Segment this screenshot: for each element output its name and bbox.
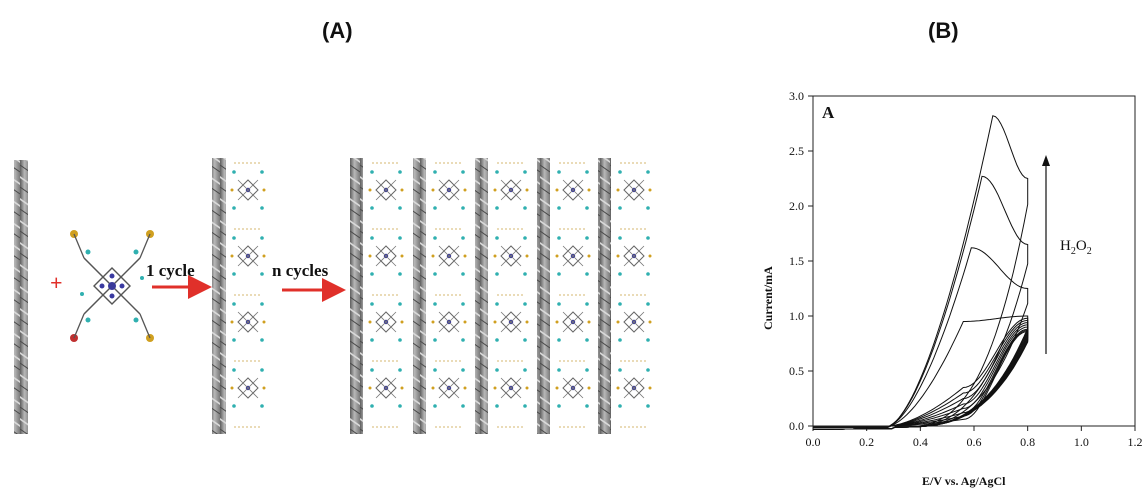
- porphyrin-unit: [493, 236, 529, 276]
- x-tick-label: 0.8: [1020, 435, 1035, 449]
- multilayer-stack: [350, 158, 652, 434]
- y-axis-title: Current/mA: [761, 266, 775, 330]
- electrode-slab: [14, 160, 28, 434]
- porphyrin-unit: [616, 368, 652, 408]
- stack-slab: [475, 158, 488, 434]
- plus-sign: +: [50, 270, 63, 295]
- step-n-label: n cycles: [272, 261, 329, 280]
- chart-inset-label: A: [822, 103, 835, 122]
- y-tick-label: 2.5: [789, 144, 804, 158]
- porphyrin-unit: [431, 368, 467, 408]
- porphyrin-layer: [616, 162, 652, 428]
- porphyrin-unit: [616, 170, 652, 210]
- porphyrin-layer: [368, 162, 404, 428]
- porphyrin-unit: [493, 170, 529, 210]
- x-tick-label: 0.4: [913, 435, 928, 449]
- porphyrin-unit: [230, 302, 266, 342]
- porphyrin-layer: [555, 162, 591, 428]
- y-tick-label: 2.0: [789, 199, 804, 213]
- cv-curve: [813, 324, 1029, 430]
- porphyrin-unit: [493, 368, 529, 408]
- y-tick-label: 3.0: [789, 89, 804, 103]
- x-tick-label: 1.0: [1074, 435, 1089, 449]
- cv-curve: [813, 330, 1029, 430]
- porphyrin-unit: [368, 170, 404, 210]
- porphyrin-unit: [555, 170, 591, 210]
- cv-curve: [813, 247, 1029, 430]
- panel-label-a: (A): [322, 18, 353, 43]
- porphyrin-unit: [555, 236, 591, 276]
- porphyrin-molecule: [70, 230, 154, 342]
- y-tick-label: 0.0: [789, 419, 804, 433]
- cv-curve: [813, 115, 1029, 430]
- porphyrin-unit: [493, 302, 529, 342]
- x-axis-title: E/V vs. Ag/AgCl: [922, 474, 1006, 488]
- y-tick-label: 1.0: [789, 309, 804, 323]
- porphyrin-unit: [431, 236, 467, 276]
- y-tick-label: 1.5: [789, 254, 804, 268]
- x-tick-label: 0.6: [967, 435, 982, 449]
- porphyrin-layer: [230, 162, 266, 428]
- h2o2-annotation: H2O2: [1060, 238, 1092, 257]
- layer-by-layer-scheme: + 1 cycle n cycles: [14, 158, 652, 434]
- panel-label-b: (B): [928, 18, 959, 43]
- x-tick-label: 1.2: [1128, 435, 1143, 449]
- porphyrin-unit: [616, 236, 652, 276]
- y-tick-label: 0.5: [789, 364, 804, 378]
- stack-slab: [350, 158, 363, 434]
- x-tick-label: 0.0: [806, 435, 821, 449]
- porphyrin-unit: [368, 236, 404, 276]
- porphyrin-unit: [230, 236, 266, 276]
- h2o2-arrow-head: [1042, 155, 1050, 166]
- porphyrin-unit: [555, 368, 591, 408]
- porphyrin-unit: [368, 302, 404, 342]
- porphyrin-layer: [493, 162, 529, 428]
- porphyrin-unit: [230, 368, 266, 408]
- porphyrin-unit: [555, 302, 591, 342]
- porphyrin-unit: [616, 302, 652, 342]
- electrode-slab-one-layer: [212, 158, 226, 434]
- porphyrin-unit: [230, 170, 266, 210]
- porphyrin-unit: [431, 302, 467, 342]
- porphyrin-unit: [431, 170, 467, 210]
- plot-frame: [812, 95, 1136, 427]
- stack-slab: [413, 158, 426, 434]
- x-tick-label: 0.2: [859, 435, 874, 449]
- stack-slab: [537, 158, 550, 434]
- porphyrin-layer: [431, 162, 467, 428]
- porphyrin-unit: [368, 368, 404, 408]
- step-one-label: 1 cycle: [146, 261, 195, 280]
- stack-slab: [598, 158, 611, 434]
